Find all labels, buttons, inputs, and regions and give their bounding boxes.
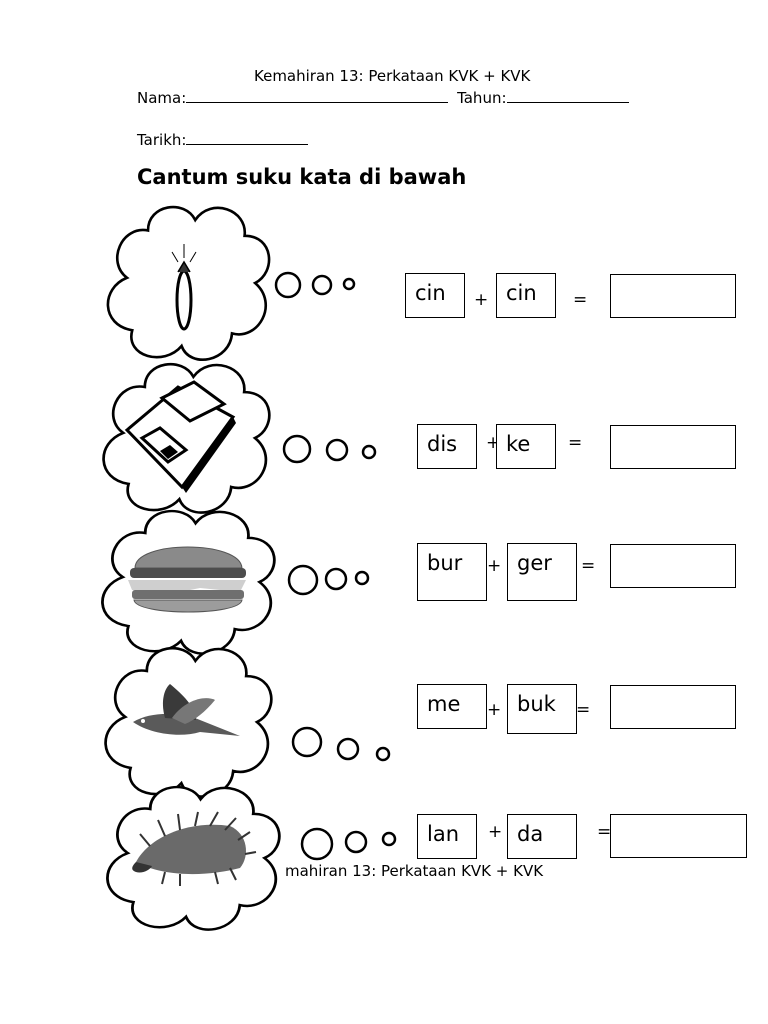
answer-box-1[interactable]: [610, 274, 736, 318]
porcupine-picture: [106, 785, 397, 931]
syllable-box-3a: bur: [417, 543, 487, 601]
syllable-text: dis: [427, 432, 458, 456]
date-row: Tarikh:: [137, 130, 309, 149]
syllable-box-2a: dis: [417, 424, 477, 469]
name-field[interactable]: [186, 88, 449, 103]
plus-sign: +: [488, 822, 503, 842]
floppy-disk-icon: [124, 380, 236, 493]
year-label: Tahun:: [457, 89, 507, 107]
date-field[interactable]: [186, 130, 309, 145]
syllable-box-5b: da: [507, 814, 577, 859]
equals-sign: =: [576, 700, 591, 720]
porcupine-icon: [132, 811, 257, 886]
equals-sign: =: [568, 433, 583, 453]
plus-sign: +: [487, 556, 502, 576]
syllable-text: buk: [517, 692, 556, 716]
burger-picture: [101, 509, 370, 655]
syllable-text: lan: [427, 822, 460, 846]
equals-sign: =: [573, 290, 588, 310]
ring-picture: [106, 205, 356, 362]
name-label: Nama:: [137, 89, 187, 107]
syllable-text: ke: [506, 432, 531, 456]
name-row: Nama: Tahun:: [137, 88, 629, 107]
syllable-text: bur: [427, 551, 463, 575]
syllable-text: ger: [517, 551, 552, 575]
date-label: Tarikh:: [137, 131, 187, 149]
plus-sign: +: [474, 290, 489, 310]
syllable-box-5a: lan: [417, 814, 477, 859]
syllable-text: cin: [415, 281, 446, 305]
equals-sign: =: [597, 822, 612, 842]
syllable-text: me: [427, 692, 461, 716]
bird-icon: [133, 684, 240, 736]
syllable-box-4a: me: [417, 684, 487, 729]
bird-picture: [104, 646, 391, 798]
ring-icon: [171, 244, 197, 331]
syllable-box-1b: cin: [496, 273, 556, 318]
answer-box-2[interactable]: [610, 425, 736, 469]
syllable-text: cin: [506, 281, 537, 305]
plus-sign: +: [487, 700, 502, 720]
answer-box-5[interactable]: [610, 814, 747, 858]
skill-title: Kemahiran 13: Perkataan KVK + KVK: [254, 67, 531, 85]
syllable-text: da: [517, 822, 544, 846]
answer-box-4[interactable]: [610, 685, 736, 729]
syllable-box-2b: ke: [496, 424, 556, 469]
syllable-box-3b: ger: [507, 543, 577, 601]
instruction-heading: Cantum suku kata di bawah: [137, 165, 467, 189]
answer-box-3[interactable]: [610, 544, 736, 588]
syllable-box-4b: buk: [507, 684, 577, 734]
floppy-disk-picture: [102, 362, 377, 514]
footer-skill-title: mahiran 13: Perkataan KVK + KVK: [285, 862, 544, 880]
equals-sign: =: [581, 556, 596, 576]
burger-icon: [128, 546, 246, 613]
syllable-box-1a: cin: [405, 273, 465, 318]
year-field[interactable]: [506, 88, 629, 103]
